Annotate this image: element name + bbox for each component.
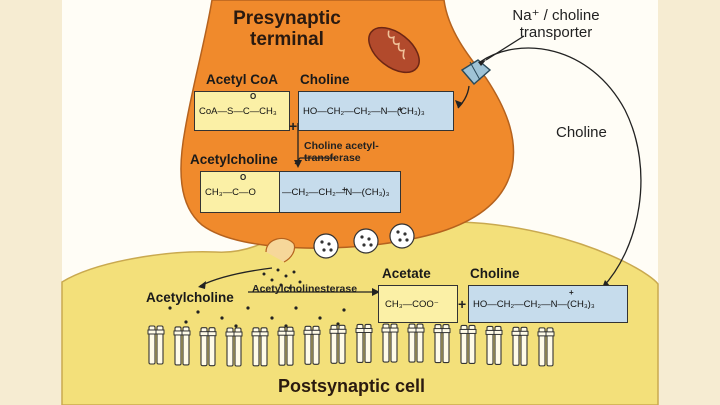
choline-acetyltransferase-label: Choline acetyl- transferase	[304, 140, 379, 164]
receptor-channel	[407, 323, 425, 363]
receptor-channel	[485, 325, 503, 365]
postsynaptic-title: Postsynaptic cell	[278, 376, 426, 396]
transporter-label-line2: transporter	[519, 24, 593, 41]
receptor-channel	[329, 324, 347, 364]
plus-sign-bottom: +	[458, 296, 467, 312]
receptor-channel	[173, 326, 191, 366]
choline-box-top: HO—CH₂—CH₂—N—(CH₃)₃	[298, 91, 454, 131]
receptor-channel	[433, 324, 451, 364]
acetylcholinesterase-label: Acetylcholinesterase	[252, 283, 358, 295]
choline-formula-bottom: HO—CH₂—CH₂—N—(CH₃)₃	[473, 298, 595, 310]
fusing-vesicle	[265, 237, 296, 263]
choline-transporter	[460, 59, 492, 85]
acetylcholine-formula-left: CH₃—C—O	[205, 186, 256, 198]
presynaptic-title-line1: Presynaptic	[233, 8, 341, 29]
acetyl-coa-carbonyl-o: O	[250, 92, 257, 101]
acetylcholine-box-acetyl: CH₃—C—O	[200, 171, 280, 213]
choline-label-top: Choline	[300, 72, 350, 87]
choline-bottom-charge: +	[569, 288, 574, 297]
synaptic-vesicles	[313, 223, 415, 259]
acetate-formula: CH₃—COO⁻	[385, 298, 439, 310]
receptor-channel	[147, 325, 165, 365]
receptor-channel	[537, 327, 555, 367]
acetylcholine-box-choline: —CH₂—CH₂—N—(CH₃)₃	[279, 171, 401, 213]
choline-reuptake-label: Choline	[556, 124, 607, 141]
receptor-channel	[511, 326, 529, 366]
receptor-channel	[251, 327, 269, 367]
acetylcholine-formula-right: —CH₂—CH₂—N—(CH₃)₃	[282, 186, 390, 198]
choline-formula-top: HO—CH₂—CH₂—N—(CH₃)₃	[303, 105, 425, 117]
choline-label-bottom: Choline	[470, 266, 520, 281]
receptors	[147, 323, 555, 367]
transporter-label: Na⁺ / choline transporter	[496, 7, 616, 41]
acetylcholine-label-top: Acetylcholine	[190, 152, 278, 167]
choline-top-charge: +	[398, 105, 403, 114]
mitochondrion	[368, 26, 420, 74]
acetyl-coa-formula: CoA—S—C—CH₃	[199, 105, 277, 117]
released-acetylcholine	[168, 268, 346, 328]
choline-box-bottom: HO—CH₂—CH₂—N—(CH₃)₃	[468, 285, 628, 323]
transporter-label-line1: Na⁺ / choline	[512, 7, 600, 24]
receptor-channel	[277, 326, 295, 366]
acetyl-coa-box: CoA—S—C—CH₃	[194, 91, 290, 131]
acetate-label: Acetate	[382, 266, 431, 281]
receptor-channel	[225, 327, 243, 367]
cat-label-line1: Choline acetyl-	[304, 140, 379, 152]
acetyl-coa-label: Acetyl CoA	[206, 72, 279, 87]
receptor-channel	[199, 327, 217, 367]
presynaptic-title: Presynaptic terminal	[228, 8, 346, 50]
plus-sign-top: +	[289, 118, 298, 134]
presynaptic-title-line2: terminal	[250, 29, 324, 50]
cat-label-line2: transferase	[304, 152, 361, 164]
receptor-channel	[355, 323, 373, 364]
acetylcholine-carbonyl-o: O	[240, 173, 247, 182]
receptor-channel	[459, 324, 477, 364]
receptor-channel	[381, 323, 399, 363]
acetate-box: CH₃—COO⁻	[378, 285, 458, 323]
receptor-channel	[303, 325, 321, 365]
acetylcholine-charge: +	[342, 185, 347, 194]
acetylcholine-label-cleft: Acetylcholine	[146, 290, 234, 305]
